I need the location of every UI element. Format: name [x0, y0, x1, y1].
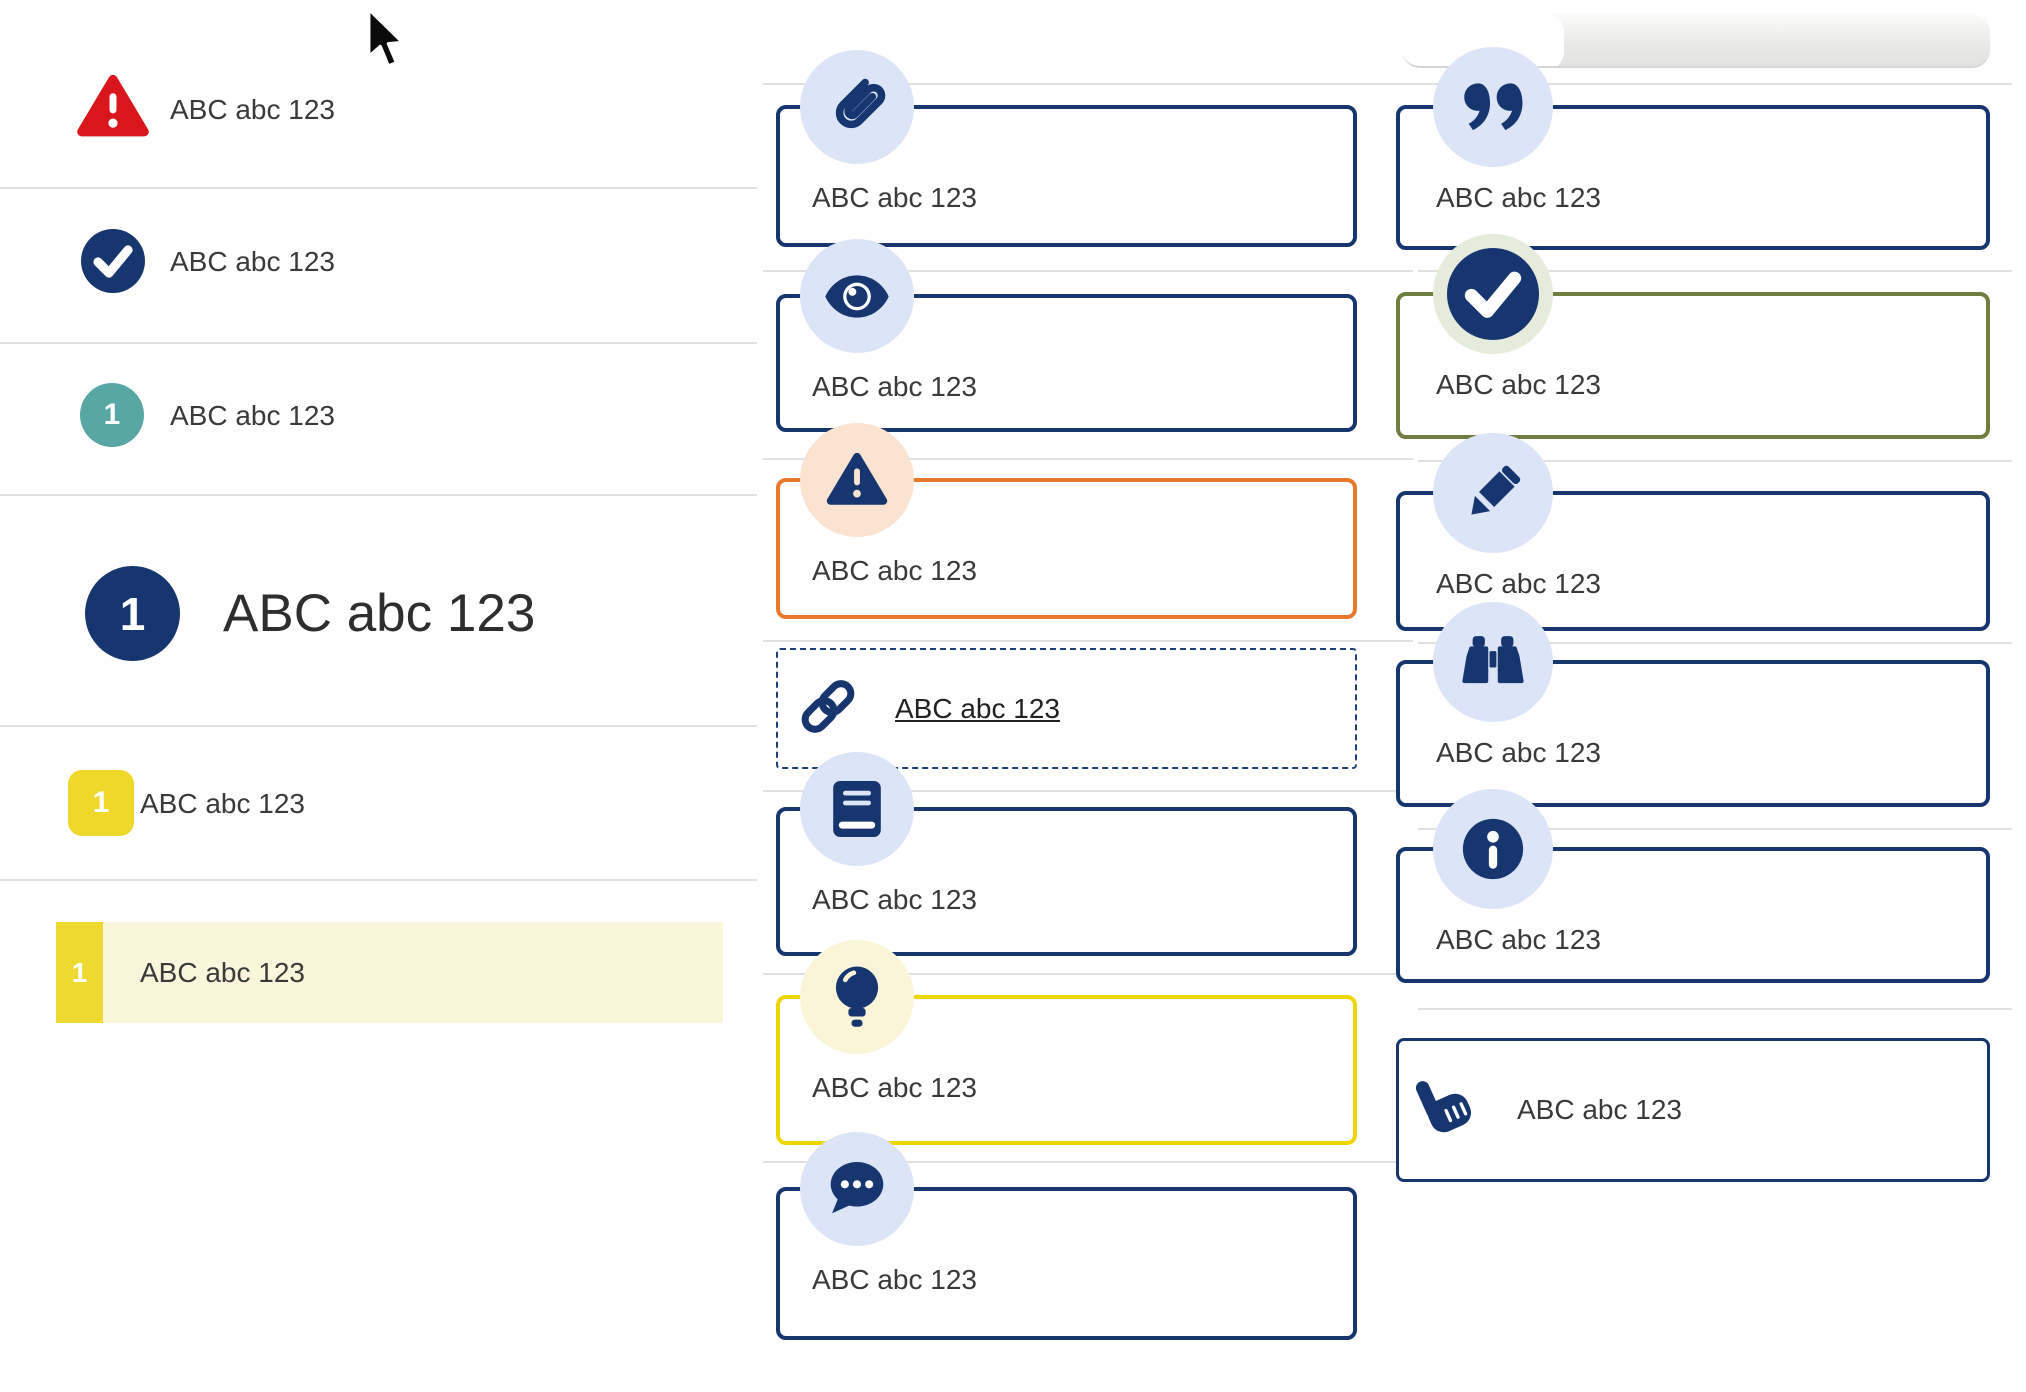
callout-label: ABC abc 123 [812, 884, 977, 915]
divider [763, 790, 1413, 792]
alert-triangle-icon [77, 74, 149, 137]
callout-discussion: ABC abc 123 [776, 1132, 1357, 1340]
badge-number: 1 [92, 786, 110, 819]
list-item-label-large: ABC abc 123 [223, 584, 536, 643]
divider [763, 270, 1413, 272]
callout-label: ABC abc 123 [812, 1264, 977, 1295]
callout-visibility: ABC abc 123 [776, 239, 1357, 432]
numbered-badge-square: 1 [68, 770, 134, 836]
divider [0, 187, 757, 189]
callout-action: ABC abc 123 [1396, 1038, 1990, 1182]
callout-label: ABC abc 123 [1517, 1094, 1682, 1125]
chat-bubble-icon [800, 1132, 914, 1246]
callout-label: ABC abc 123 [1436, 182, 1601, 213]
callout-label: ABC abc 123 [812, 1072, 977, 1103]
divider [763, 83, 2012, 85]
callout-info: ABC abc 123 [1396, 789, 1990, 983]
divider [763, 640, 1413, 642]
callout-link: ABC abc 123 [776, 648, 1357, 769]
divider [763, 973, 1413, 975]
arrow-cursor-icon [367, 8, 405, 68]
lightbulb-icon [800, 940, 914, 1054]
info-icon [1433, 789, 1553, 909]
book-icon [800, 752, 914, 866]
callout-reference: ABC abc 123 [776, 752, 1357, 956]
callout-edit: ABC abc 123 [1396, 433, 1990, 631]
pencil-icon [1433, 433, 1553, 553]
list-item-label: ABC abc 123 [140, 957, 305, 988]
quote-icon [1433, 47, 1553, 167]
divider [1418, 642, 2012, 644]
callout-attachment: ABC abc 123 [776, 50, 1357, 247]
callout-label: ABC abc 123 [812, 555, 977, 586]
list-item-label: ABC abc 123 [140, 788, 305, 819]
badge-number: 1 [119, 587, 146, 640]
link-icon [797, 675, 859, 742]
numbered-badge-tab: 1 [56, 922, 103, 1023]
divider [763, 1161, 1413, 1163]
callout-warning: ABC abc 123 [776, 423, 1357, 619]
list-item-label: ABC abc 123 [170, 400, 335, 431]
divider [0, 494, 757, 496]
check-circle-icon [1433, 234, 1553, 354]
list-item-highlighted[interactable]: 1 ABC abc 123 [56, 922, 723, 1023]
alert-triangle-icon [800, 423, 914, 537]
callout-label: ABC abc 123 [1436, 924, 1601, 955]
callout-tip: ABC abc 123 [776, 940, 1357, 1145]
divider [1418, 828, 2012, 830]
divider [763, 458, 1413, 460]
callout-label: ABC abc 123 [1436, 737, 1601, 768]
list-item-label: ABC abc 123 [170, 246, 335, 277]
list-item-label: ABC abc 123 [170, 94, 335, 125]
callout-success: ABC abc 123 [1396, 234, 1990, 439]
paperclip-icon [800, 50, 914, 164]
callout-label: ABC abc 123 [812, 371, 977, 402]
badge-number: 1 [71, 956, 88, 988]
numbered-badge-large: 1 [85, 566, 180, 661]
eye-icon [800, 239, 914, 353]
callout-label: ABC abc 123 [812, 182, 977, 213]
divider [0, 342, 757, 344]
callout-search: ABC abc 123 [1396, 602, 1990, 807]
callout-label: ABC abc 123 [1436, 369, 1601, 400]
divider [1418, 270, 2012, 272]
binoculars-icon [1433, 602, 1553, 722]
divider [0, 725, 757, 727]
badge-number: 1 [103, 398, 121, 431]
callout-label: ABC abc 123 [1436, 568, 1601, 599]
divider [1418, 1008, 2012, 1010]
callout-quote: ABC abc 123 [1396, 47, 1990, 250]
divider [1418, 460, 2012, 462]
numbered-badge-teal: 1 [80, 383, 144, 447]
inline-link[interactable]: ABC abc 123 [895, 692, 1060, 724]
pointing-hand-icon [1414, 1069, 1480, 1152]
divider [0, 879, 757, 881]
check-circle-icon [81, 229, 145, 293]
